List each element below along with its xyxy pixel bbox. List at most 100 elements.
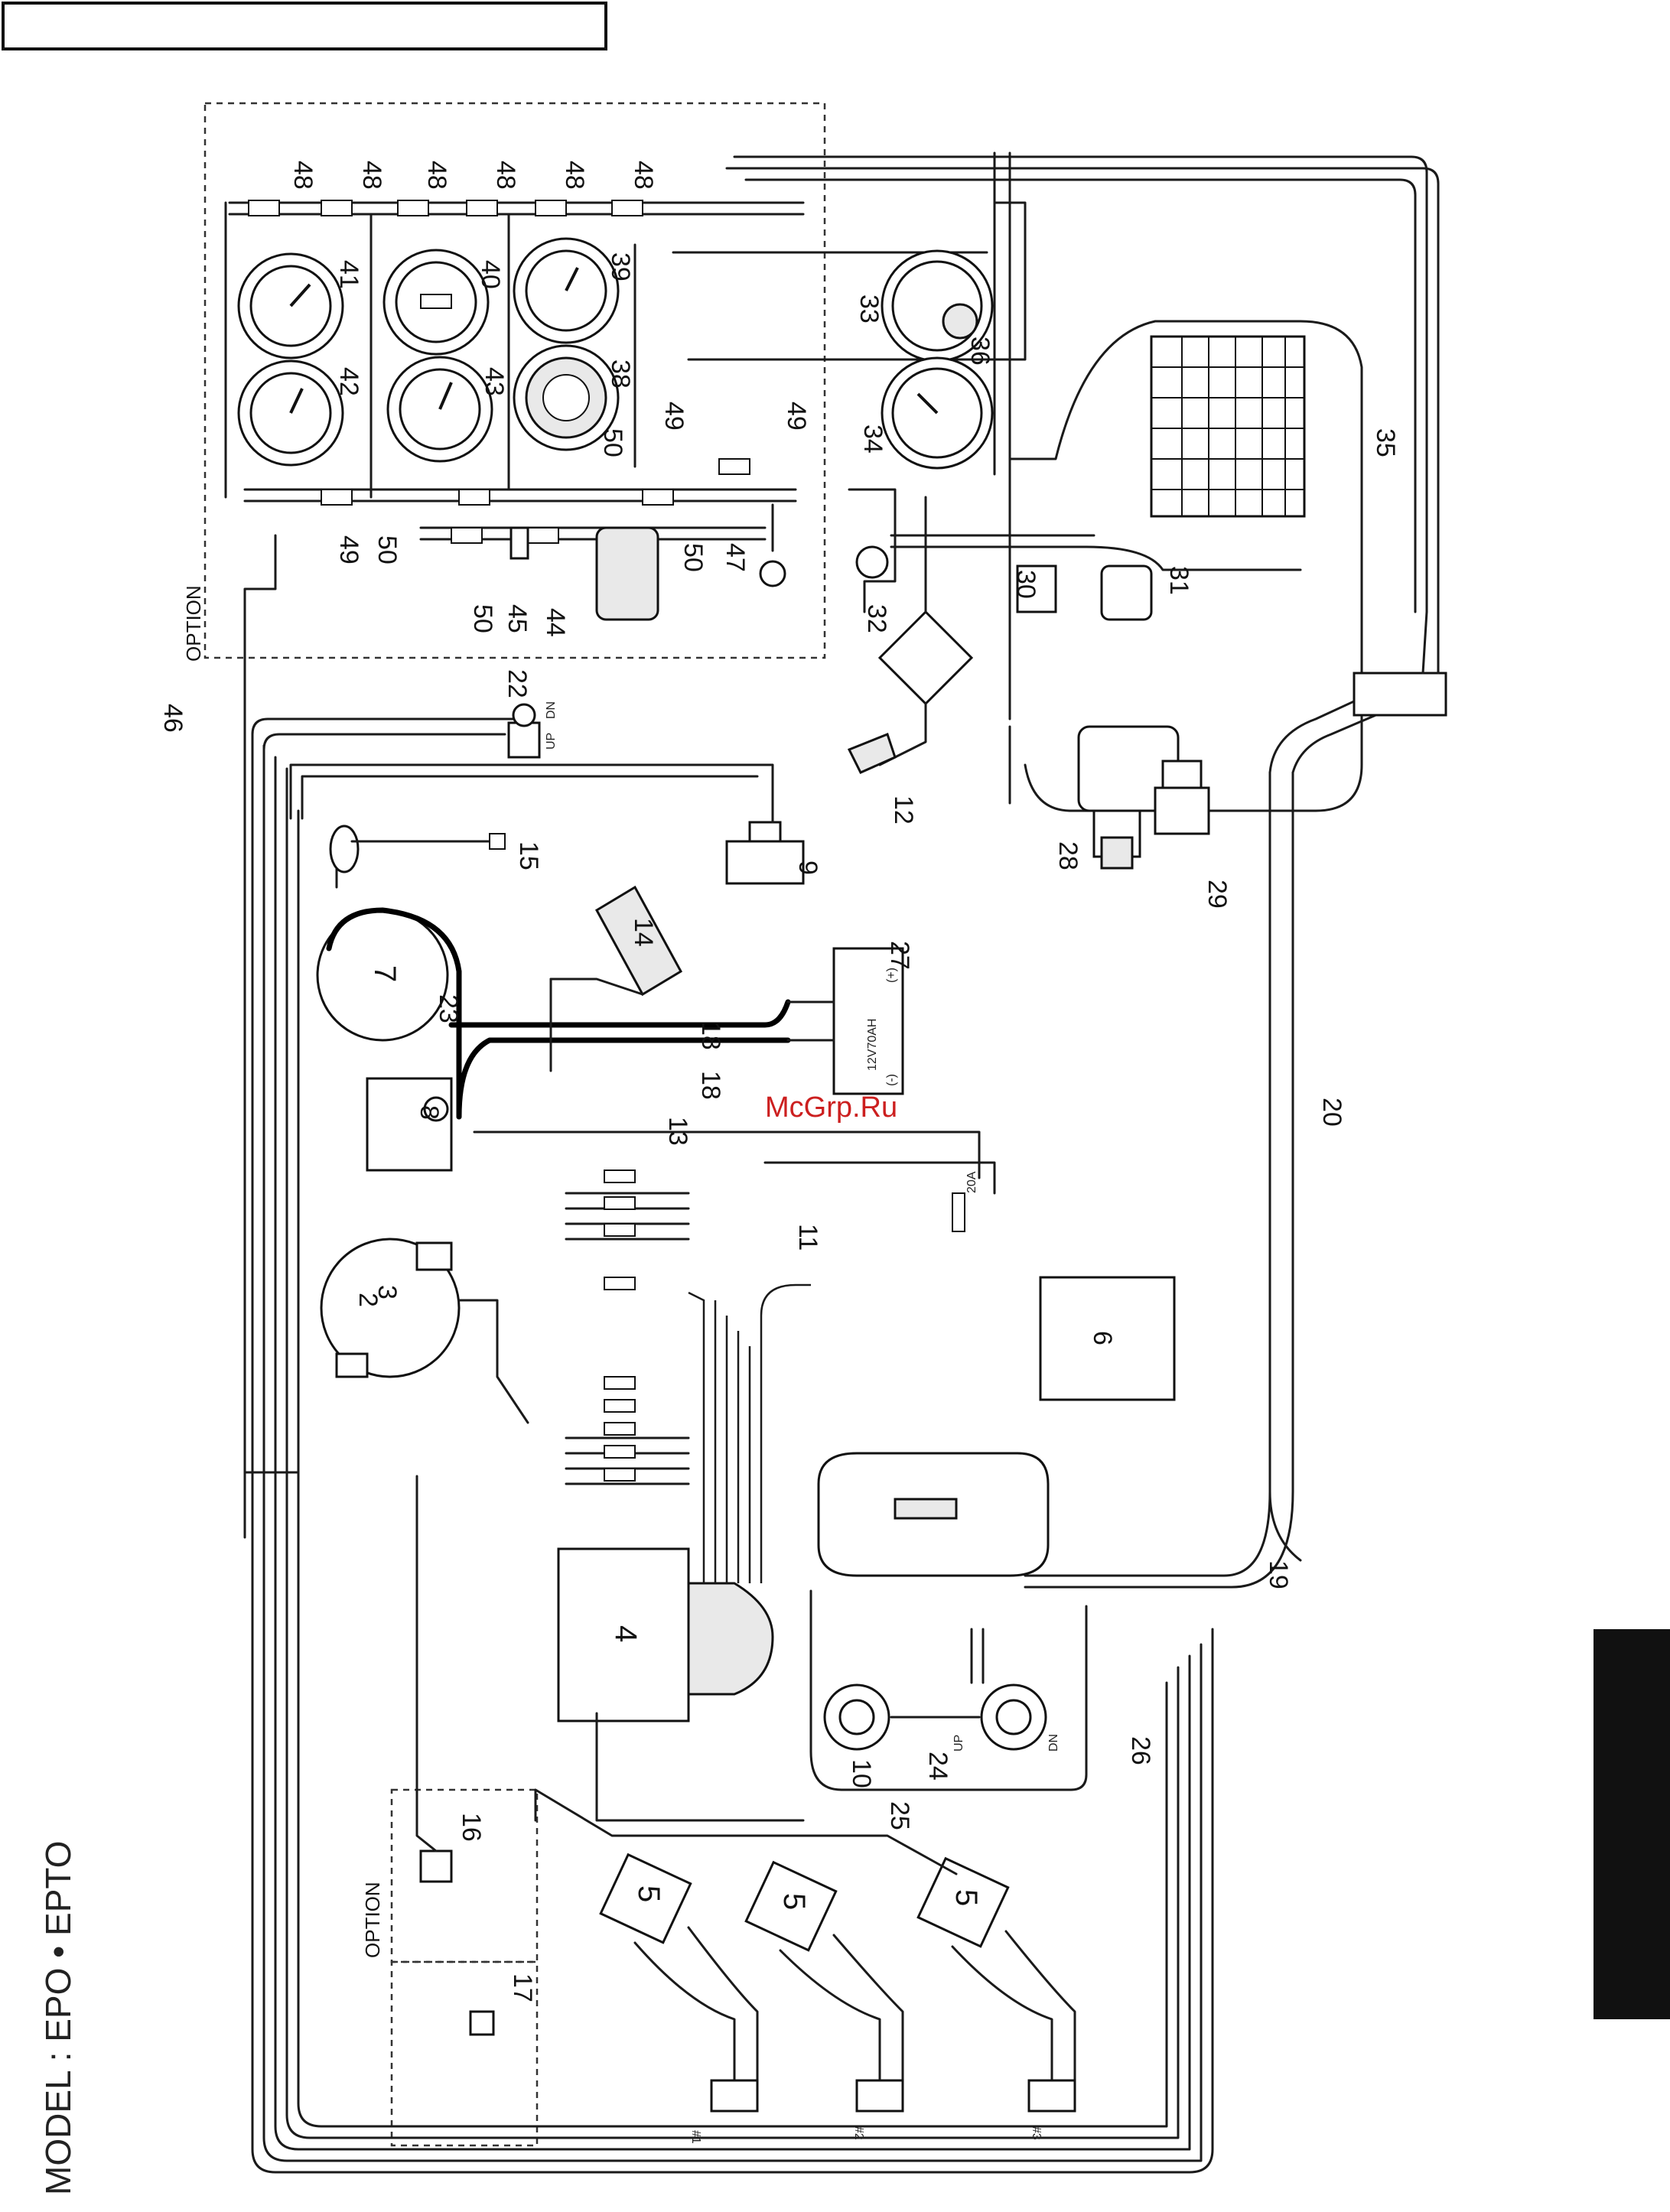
callout-26: 26 [1126, 1736, 1155, 1765]
callout-48a: 48 [288, 161, 317, 190]
component-44 [597, 528, 658, 620]
component-15 [352, 834, 505, 849]
callout-50a: 50 [373, 535, 402, 564]
callout-48d: 48 [491, 161, 520, 190]
ignition-coil-1 [601, 1855, 757, 2111]
trim-switch-dn: DN [1047, 1734, 1060, 1752]
battery-plus: (+) [885, 968, 898, 983]
callout-18b: 18 [696, 1071, 725, 1100]
battery-minus: (-) [885, 1074, 898, 1086]
callout-49a: 49 [334, 535, 363, 564]
callout-16: 16 [457, 1813, 486, 1842]
ignition-coil-3 [918, 1859, 1075, 2111]
component-45 [511, 528, 528, 558]
callout-2: 2 [353, 1293, 383, 1307]
callout-40: 40 [476, 260, 505, 289]
component-17 [470, 2012, 493, 2035]
switch-22-up: UP [545, 733, 558, 750]
callout-13: 13 [663, 1117, 692, 1146]
callout-43: 43 [480, 367, 509, 396]
option-label-gauges: OPTION [182, 585, 205, 662]
callout-19: 19 [1264, 1560, 1293, 1589]
harness-20 [1270, 673, 1438, 1560]
callout-27: 27 [885, 941, 914, 970]
callout-41: 41 [334, 260, 363, 289]
callout-50d: 50 [679, 543, 708, 572]
callout-5a: 5 [632, 1885, 666, 1902]
watermark: McGrp.Ru [765, 1091, 897, 1124]
harness-19 [1025, 1491, 1293, 1587]
callout-28: 28 [1053, 841, 1082, 870]
connector-hub [880, 612, 972, 704]
callout-5c: 5 [949, 1889, 983, 1906]
ignition-coil-2 [746, 1862, 903, 2111]
gauge-34-speedometer [882, 358, 992, 468]
component-14 [551, 887, 681, 1071]
fuse [952, 1193, 965, 1231]
cylinder-3: #3 [1030, 2126, 1043, 2140]
callout-25: 25 [885, 1801, 914, 1830]
component-29 [1155, 761, 1209, 834]
callout-15: 15 [514, 841, 543, 870]
callout-48e: 48 [560, 161, 589, 190]
trim-switch-10 [825, 1685, 889, 1749]
component-31 [1102, 566, 1151, 620]
callout-38: 38 [606, 359, 635, 389]
component-47 [760, 505, 785, 586]
component-4 [558, 1549, 773, 1721]
callout-11: 11 [793, 1224, 822, 1251]
callout-24: 24 [923, 1752, 952, 1781]
callout-29: 29 [1203, 880, 1232, 909]
callout-50c: 50 [598, 428, 627, 457]
callout-48f: 48 [629, 161, 658, 190]
connector-35 [1354, 673, 1446, 715]
cylinder-2: #2 [852, 2126, 865, 2140]
callout-33: 33 [855, 294, 884, 324]
battery-label: 12V70AH [866, 1019, 879, 1072]
callout-48b: 48 [357, 161, 386, 190]
center-bundle [566, 1193, 811, 1583]
callout-34: 34 [858, 425, 887, 454]
battery-cables [451, 1002, 788, 1117]
header-box [3, 3, 606, 49]
callout-22: 22 [503, 669, 532, 698]
callout-44: 44 [541, 608, 570, 637]
cylinder-1: #1 [689, 2130, 702, 2144]
section-tab [1593, 1629, 1670, 2019]
callout-17: 17 [508, 1973, 537, 2002]
gauge-43 [388, 357, 492, 461]
callout-14: 14 [629, 918, 658, 947]
callout-48c: 48 [422, 161, 451, 190]
callout-36: 36 [965, 337, 995, 366]
callout-31: 31 [1164, 566, 1193, 595]
switch-22-dn: DN [545, 701, 558, 719]
gauge-40 [384, 250, 488, 354]
wire-46 [245, 535, 275, 1537]
trim-switch-up: UP [952, 1735, 965, 1752]
connector-array [604, 1170, 635, 1481]
trim-switch-1 [981, 1685, 1046, 1749]
callout-30: 30 [1011, 570, 1040, 599]
switch-22 [509, 704, 539, 757]
component-16 [421, 1851, 451, 1882]
callout-18a: 18 [696, 1021, 725, 1050]
callout-6: 6 [1088, 1331, 1117, 1345]
callout-45: 45 [503, 604, 532, 633]
callout-12: 12 [889, 795, 918, 825]
gauge-42 [239, 361, 343, 465]
callout-39: 39 [606, 252, 635, 281]
callout-7: 7 [368, 965, 402, 982]
callout-49c: 49 [782, 402, 811, 431]
callout-20: 20 [1317, 1098, 1346, 1127]
callout-49b: 49 [659, 402, 689, 431]
callout-8: 8 [415, 1105, 444, 1120]
callout-42: 42 [334, 367, 363, 396]
component-9 [727, 822, 803, 883]
callout-46: 46 [158, 704, 187, 733]
model-title: MODEL : EPO • EPTO [38, 1841, 78, 2195]
callout-32: 32 [862, 604, 891, 633]
callout-10: 10 [847, 1759, 876, 1788]
gauge-41 [239, 254, 343, 358]
callout-4: 4 [609, 1625, 643, 1642]
